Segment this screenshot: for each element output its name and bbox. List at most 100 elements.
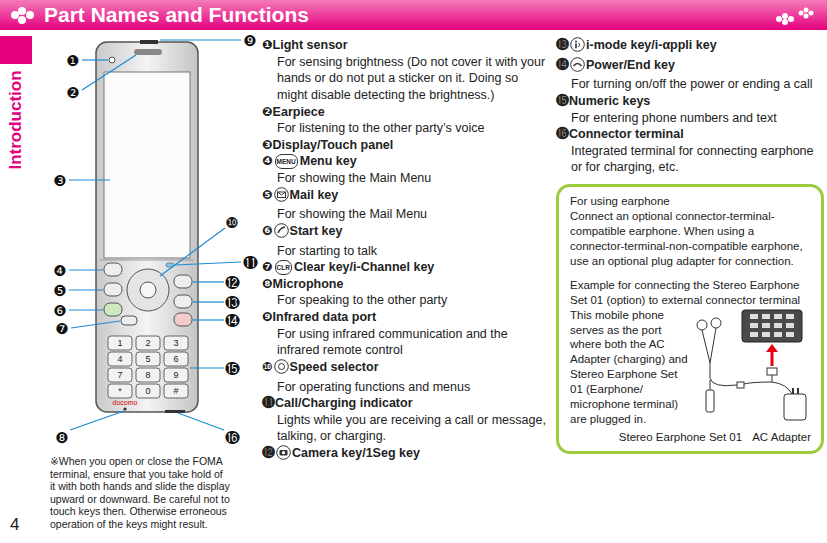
part-name: i-mode key/i-αppli key bbox=[586, 38, 717, 52]
part-description: ❿Speed selectorFor operating functions a… bbox=[262, 359, 547, 395]
part-number: ❿ bbox=[262, 360, 273, 374]
callout-number: ⓬ bbox=[225, 275, 240, 290]
earphone-illustration-graphic bbox=[692, 308, 814, 426]
key-character: # bbox=[173, 387, 178, 396]
part-number: ❾ bbox=[262, 310, 273, 324]
part-number: ❷ bbox=[262, 105, 273, 119]
part-name: Speed selector bbox=[290, 360, 379, 374]
part-description: ⓮Power/End keyFor turning on/off the pow… bbox=[556, 57, 824, 93]
key-icon-graphic bbox=[276, 445, 291, 460]
part-number: ⓭ bbox=[556, 38, 569, 52]
numeric-key bbox=[136, 336, 160, 350]
mini-key bbox=[762, 323, 770, 328]
side-tab: Introduction bbox=[0, 36, 32, 171]
numeric-key bbox=[136, 368, 160, 382]
part-name: Infrared data port bbox=[273, 310, 377, 324]
brand-logo: docomo bbox=[113, 398, 138, 407]
callout-number: ❹ bbox=[53, 263, 66, 278]
part-function: For listening to the other party’s voice bbox=[262, 120, 547, 137]
description-column: ❶Light sensorFor sensing brightness (Do … bbox=[262, 37, 547, 465]
part-description: ❹MENUMenu keyFor showing the Main Menu bbox=[262, 153, 547, 186]
key-icon-graphic bbox=[570, 37, 585, 52]
key-icon bbox=[274, 359, 289, 379]
part-heading: ❿ Speed selector bbox=[262, 359, 547, 379]
speed-selector bbox=[127, 269, 169, 311]
note-heading: Example for connecting the Stereo Earpho… bbox=[570, 278, 811, 308]
callout-number: ❷ bbox=[66, 85, 79, 100]
note-body: Connect an optional connector-terminal-c… bbox=[570, 209, 811, 269]
part-heading: ❺ Mail key bbox=[262, 187, 547, 207]
keypad bbox=[108, 336, 188, 398]
part-description: ⓬ Camera key/1Seg key bbox=[262, 445, 547, 465]
key-icon: CLR bbox=[275, 260, 292, 275]
key-icon bbox=[570, 37, 585, 57]
illustration-caption: AC Adapter bbox=[752, 430, 811, 445]
part-number: ❸ bbox=[262, 138, 273, 152]
part-description: ❻Start keyFor starting to talk bbox=[262, 223, 547, 259]
key-character: 0 bbox=[145, 387, 150, 396]
part-heading: ❽Microphone bbox=[262, 276, 547, 293]
part-function: For speaking to the other party bbox=[262, 292, 547, 309]
part-name: Mail key bbox=[290, 188, 339, 202]
part-number: ⓯ bbox=[556, 94, 569, 108]
part-number: ❹ bbox=[262, 154, 273, 168]
example-area: This mobile phone serves as the port whe… bbox=[570, 308, 811, 428]
callout-number: ❼ bbox=[55, 321, 68, 336]
mini-key bbox=[762, 314, 770, 319]
callout-number: ❾ bbox=[243, 33, 256, 48]
part-description: ❺Mail keyFor showing the Mail Menu bbox=[262, 187, 547, 223]
earpiece bbox=[134, 49, 162, 55]
callout-number: ❸ bbox=[53, 173, 66, 188]
part-name: Call/Charging indicator bbox=[275, 396, 413, 410]
key-character: 1 bbox=[117, 339, 122, 348]
part-number: ❺ bbox=[262, 188, 273, 202]
clear-key bbox=[121, 316, 137, 325]
key-character: 6 bbox=[173, 355, 178, 364]
end-key bbox=[174, 313, 192, 326]
leader-lines bbox=[69, 40, 241, 430]
part-description: ❷EarpieceFor listening to the other part… bbox=[262, 104, 547, 137]
part-function: For showing the Main Menu bbox=[262, 170, 547, 187]
key-character: 9 bbox=[173, 371, 178, 380]
part-heading: ❷Earpiece bbox=[262, 104, 547, 121]
numeric-key bbox=[136, 384, 160, 398]
description-column: ⓭ i-mode key/i-αppli key ⓮Power/End keyFor… bbox=[556, 37, 824, 176]
part-name: Light sensor bbox=[273, 38, 348, 52]
illustration-caption: Stereo Earphone Set 01 bbox=[619, 430, 742, 445]
menu-key bbox=[104, 263, 122, 276]
part-heading: ❸Display/Touch panel bbox=[262, 137, 547, 154]
display bbox=[104, 72, 190, 258]
numeric-key bbox=[136, 352, 160, 366]
numeric-key bbox=[164, 368, 188, 382]
part-heading: ❶Light sensor bbox=[262, 37, 547, 54]
numeric-key bbox=[164, 384, 188, 398]
part-description: ⓰Connector terminalIntegrated terminal f… bbox=[556, 126, 824, 176]
part-name: Camera key/1Seg key bbox=[292, 446, 420, 460]
part-description: ⓯Numeric keysFor entering phone numbers … bbox=[556, 93, 824, 126]
part-number: ⓬ bbox=[262, 446, 275, 460]
part-number: ❽ bbox=[262, 277, 273, 291]
callout-number: ⓭ bbox=[225, 295, 240, 310]
microphone bbox=[123, 407, 126, 410]
numeric-key bbox=[164, 336, 188, 350]
part-description: ❼CLRClear key/i-Channel key bbox=[262, 259, 547, 276]
part-name: Microphone bbox=[273, 277, 344, 291]
part-description: ❶Light sensorFor sensing brightness (Do … bbox=[262, 37, 547, 104]
key-icon bbox=[570, 57, 585, 77]
numeric-key bbox=[108, 352, 132, 366]
mini-key bbox=[762, 332, 770, 337]
part-number: ⓫ bbox=[262, 396, 275, 410]
imode-key bbox=[174, 295, 192, 308]
part-description: ❾Infrared data portFor using infrared co… bbox=[262, 309, 547, 359]
key-character: 3 bbox=[173, 339, 178, 348]
part-function: For using infrared communication and the… bbox=[262, 326, 547, 359]
mini-key bbox=[786, 332, 794, 337]
caution-note: ※When you open or close the FOMA termina… bbox=[50, 455, 230, 530]
part-name: Earpiece bbox=[273, 105, 325, 119]
numeric-key bbox=[108, 336, 132, 350]
mini-key bbox=[750, 332, 758, 337]
key-icon bbox=[274, 223, 289, 243]
part-heading: ❻Start key bbox=[262, 223, 547, 243]
part-name: Connector terminal bbox=[569, 127, 684, 141]
part-description: ⓫Call/Charging indicatorLights while you… bbox=[262, 395, 547, 445]
